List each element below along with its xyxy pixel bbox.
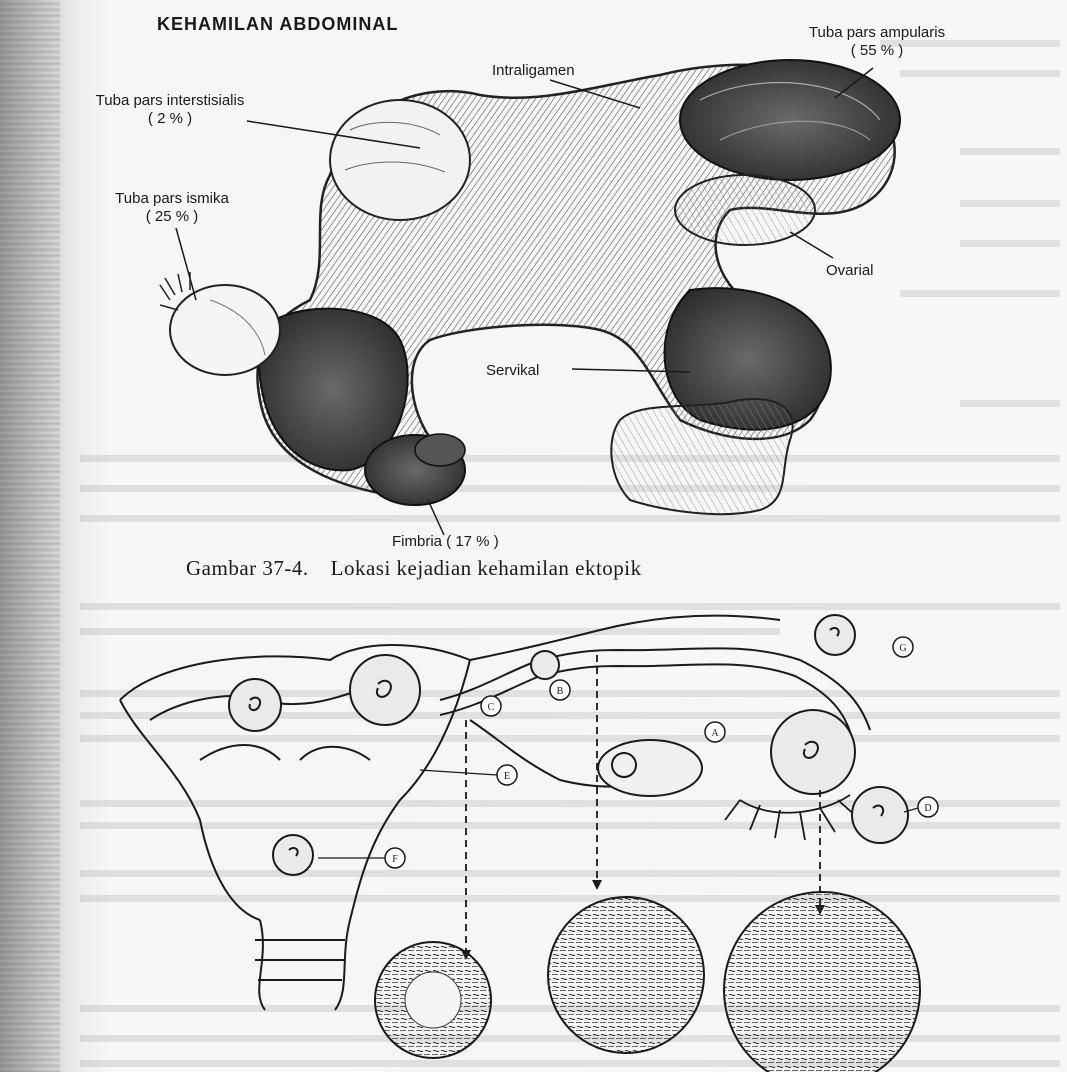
site-marker-f: F (392, 854, 398, 865)
site-marker-c: C (488, 702, 495, 713)
site-marker-a: A (711, 728, 719, 739)
site-marker-d: D (924, 803, 931, 814)
site-marker-g: G (899, 643, 906, 654)
cross-section-large (724, 892, 920, 1072)
site-marker-b: B (557, 686, 564, 697)
site-marker-e: E (504, 771, 510, 782)
bottom-ovary (598, 740, 702, 796)
bottom-fimbriae (725, 795, 858, 840)
cross-section-medium (548, 897, 704, 1053)
